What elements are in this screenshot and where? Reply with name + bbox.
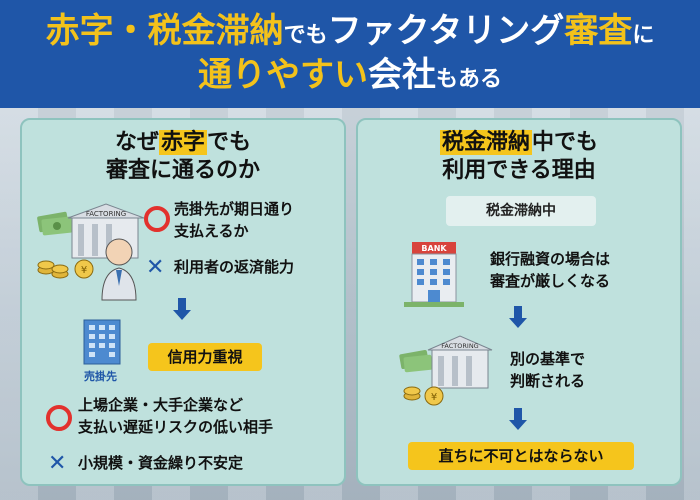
factoring-sign: FACTORING [441, 342, 478, 350]
right-panel: 税金滞納中でも 利用できる理由 税金滞納中 BANK 銀行融資の場合は 審査が厳… [356, 118, 682, 486]
left-panel: なぜ赤字でも 審査に通るのか FACTORING ¥ 売掛先が期日通り 支払える… [20, 118, 346, 486]
left-title-line-1: なぜ赤字でも [22, 130, 344, 155]
title-text: 会社 [367, 55, 436, 95]
svg-text:¥: ¥ [431, 392, 437, 403]
right-title-line-1: 税金滞納中でも [358, 130, 680, 155]
check-item-4: 小規模・資金繰り不安定 [78, 454, 244, 472]
check-item-2: 利用者の返済能力 [174, 258, 295, 276]
building-icon [83, 319, 121, 365]
header-banner: 赤字・税金滞納でもファクタリング審査に 通りやすい会社もある [0, 0, 700, 108]
svg-text:¥: ¥ [81, 265, 87, 276]
bank-sign: BANK [421, 244, 447, 253]
title-small: でも [283, 23, 328, 48]
left-title-text: でも [207, 130, 252, 155]
bank-text-2: 審査が厳しくなる [490, 272, 611, 290]
title-line-1: 赤字・税金滞納でもファクタリング審査に [0, 14, 700, 48]
cross-mark-icon: ✕ [146, 255, 165, 280]
right-title-line-2: 利用できる理由 [442, 158, 596, 183]
right-title-highlight: 税金滞納 [439, 130, 532, 155]
check-item-3: 上場企業・大手企業など [78, 396, 244, 414]
title-small: もある [435, 67, 502, 92]
check-item-1: 売掛先が期日通り [174, 200, 295, 218]
circle-mark-icon [144, 206, 170, 232]
cross-mark-icon: ✕ [48, 451, 67, 476]
building-label: 売掛先 [84, 370, 117, 383]
right-title-text: 中でも [532, 130, 599, 155]
factoring-text-2: 判断される [510, 372, 586, 390]
check-item-1b: 支払えるか [174, 222, 249, 240]
factoring-text-1: 別の基準で [510, 350, 586, 368]
result-box: 直ちに不可とはならない [408, 442, 634, 470]
left-title-text: なぜ [114, 130, 159, 155]
bank-text-1: 銀行融資の場合は [490, 250, 611, 268]
title-highlight: 赤字・税金滞納 [45, 11, 284, 51]
circle-mark-icon [46, 405, 72, 431]
title-line-2: 通りやすい会社もある [0, 58, 700, 92]
title-small: に [632, 23, 655, 48]
credit-focus-box: 信用力重視 [148, 343, 262, 371]
tax-delinquent-tag: 税金滞納中 [446, 196, 596, 226]
check-item-3b: 支払い遅延リスクの低い相手 [78, 418, 274, 436]
left-title-line-2: 審査に通るのか [105, 158, 260, 183]
factoring-person-icon: FACTORING ¥ [37, 203, 145, 301]
factoring-sign: FACTORING [86, 210, 126, 218]
factoring-building-icon: FACTORING ¥ [399, 335, 493, 406]
title-highlight: 通りやすい [197, 55, 368, 95]
bank-icon: BANK [404, 242, 464, 307]
title-text: ファクタリング [327, 11, 565, 51]
title-highlight: 審査 [564, 11, 633, 51]
left-title-highlight: 赤字 [158, 130, 207, 155]
